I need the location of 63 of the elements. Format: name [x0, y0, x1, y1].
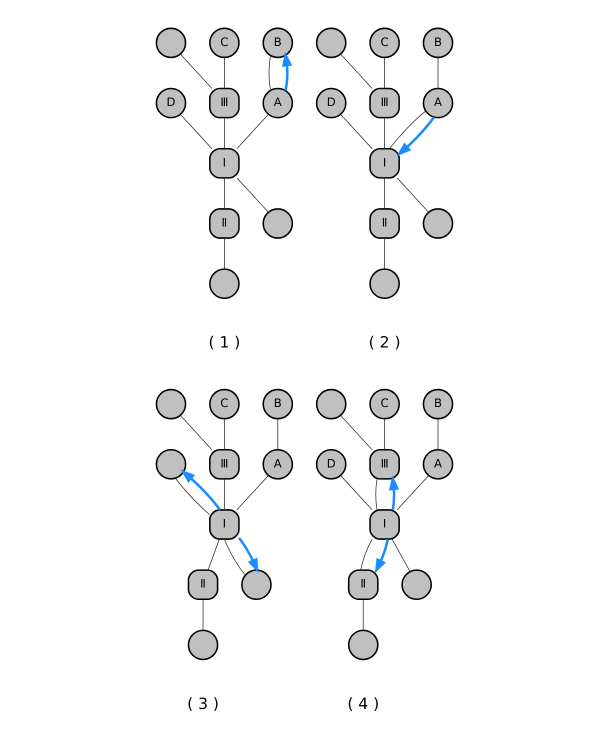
label: ( 4 ) [346, 694, 379, 713]
node-circle: B [422, 388, 453, 420]
node-circle [155, 388, 186, 420]
node-circle: A [262, 448, 293, 480]
connector [437, 57, 438, 89]
arrow [180, 470, 221, 511]
arrow [388, 475, 399, 510]
node-circle: A [422, 88, 453, 118]
node-circle: C [368, 28, 400, 58]
label: ( 1 ) [208, 334, 240, 352]
node-circle [315, 28, 346, 58]
arrow [374, 539, 388, 574]
node-circle [240, 569, 272, 600]
connector [374, 478, 377, 510]
node-circle [347, 630, 378, 660]
label: ( 2 ) [368, 334, 400, 352]
node-circle: D [155, 88, 186, 118]
connector [396, 178, 429, 213]
node-circle: C [368, 388, 400, 420]
node-circle [155, 448, 186, 480]
arrow [281, 52, 292, 91]
connector [224, 538, 245, 576]
connector [202, 599, 203, 631]
node-circle [315, 388, 346, 420]
connector [180, 54, 212, 89]
connector [360, 538, 372, 570]
node-circle [187, 630, 218, 660]
node-circle [262, 208, 293, 239]
label: ( 3 ) [186, 694, 218, 713]
connector [180, 114, 212, 150]
node-circle: A [262, 88, 293, 118]
node-circle [155, 28, 186, 58]
node-circle: B [422, 28, 453, 58]
connector [437, 418, 438, 450]
node-circle: C [208, 388, 240, 420]
connector [236, 475, 268, 510]
connector [362, 599, 364, 631]
node-circle [422, 208, 453, 239]
connector [174, 478, 210, 515]
connector [268, 55, 270, 91]
connector [388, 110, 426, 149]
connector [340, 415, 372, 450]
node-circle: B [262, 388, 293, 420]
node-circle: B [262, 28, 293, 58]
arrow [238, 537, 258, 574]
node-circle [400, 569, 432, 600]
connector [340, 54, 372, 89]
connector [236, 178, 268, 213]
connector [340, 114, 372, 150]
connector [340, 475, 372, 510]
node-circle [368, 268, 400, 300]
connector [396, 475, 428, 510]
connector [180, 415, 212, 450]
node-circle: C [208, 28, 240, 58]
node-circle: A [422, 448, 453, 480]
node-circle [208, 268, 240, 300]
connector [207, 538, 220, 570]
node-circle: D [315, 448, 346, 480]
connector [391, 538, 410, 572]
node-circle: D [315, 88, 346, 118]
arrow [396, 116, 434, 156]
connector [236, 114, 268, 150]
connector [276, 418, 278, 450]
